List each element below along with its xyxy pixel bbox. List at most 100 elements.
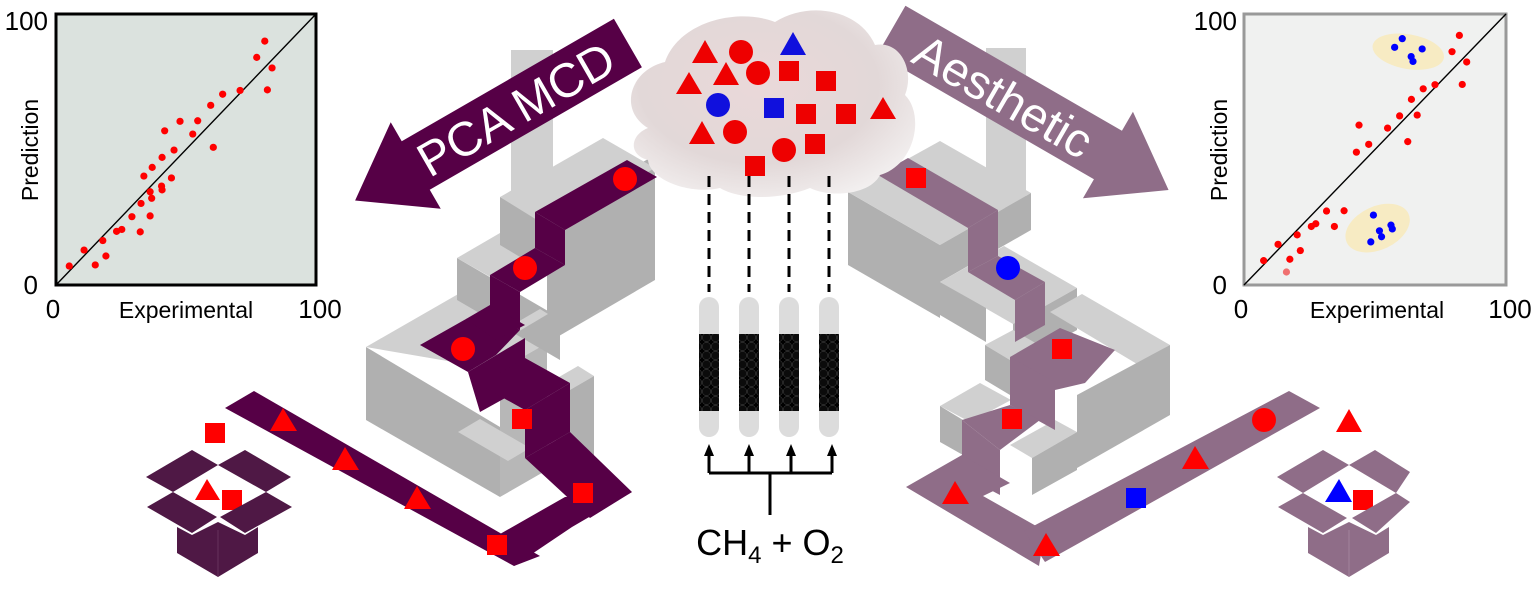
data-point-inliers bbox=[1413, 111, 1421, 119]
box-flap bbox=[147, 492, 217, 533]
x-axis-label: Experimental bbox=[1310, 297, 1444, 323]
arrowhead-icon bbox=[786, 444, 796, 456]
path-markers bbox=[906, 168, 1276, 556]
box-body bbox=[177, 522, 218, 577]
data-point-inliers bbox=[1365, 140, 1373, 148]
circle-marker bbox=[996, 256, 1020, 280]
data-point-inliers bbox=[1431, 81, 1439, 89]
data-point-outliers bbox=[1418, 45, 1426, 53]
arrowhead-icon bbox=[827, 444, 837, 456]
data-point-inliers bbox=[1296, 246, 1304, 255]
triangle-marker bbox=[780, 32, 806, 55]
triangle-marker bbox=[195, 479, 220, 500]
stair-block-top bbox=[940, 383, 1011, 422]
data-point-samples bbox=[91, 261, 99, 269]
data-point-inliers bbox=[1419, 85, 1427, 93]
data-point-samples bbox=[140, 172, 148, 180]
data-point-samples bbox=[99, 236, 107, 245]
feed-arrowheads bbox=[704, 444, 837, 456]
stair-block-top bbox=[1010, 420, 1077, 458]
triangle-marker bbox=[689, 121, 715, 144]
data-point-inliers bbox=[1286, 255, 1294, 263]
box-body bbox=[218, 522, 258, 577]
data-point-samples bbox=[170, 146, 178, 154]
square-marker bbox=[796, 104, 816, 124]
catalyst-bed bbox=[819, 334, 839, 411]
data-point-outliers bbox=[1377, 233, 1386, 241]
y-axis-label: Prediction bbox=[1206, 99, 1232, 201]
data-point-inliers bbox=[1352, 148, 1360, 156]
arrow-shape bbox=[355, 18, 642, 209]
square-marker bbox=[779, 61, 799, 81]
data-point-samples bbox=[261, 37, 269, 45]
triangle-marker bbox=[942, 481, 969, 504]
arrow-shape bbox=[877, 5, 1169, 199]
data-point-samples bbox=[167, 174, 176, 182]
y-tick-max: 100 bbox=[5, 6, 48, 36]
triangle-marker bbox=[1336, 409, 1362, 432]
circle-marker bbox=[451, 337, 475, 361]
data-point-inliers bbox=[1396, 112, 1404, 120]
scatter-points bbox=[1260, 31, 1471, 276]
data-point-samples bbox=[189, 130, 197, 138]
data-point-samples bbox=[263, 86, 271, 94]
data-point-outliers bbox=[1367, 238, 1375, 246]
circle-marker bbox=[772, 138, 796, 162]
pca-mcd-parity-plot: 100 0 0 100 Experimental Prediction bbox=[5, 6, 342, 324]
aesthetic-staircase bbox=[848, 48, 1320, 566]
path-segment bbox=[968, 210, 998, 272]
feed-ch-subscript: 4 bbox=[748, 542, 761, 569]
data-point-samples bbox=[146, 212, 154, 220]
arrowhead-icon bbox=[704, 444, 714, 456]
data-point-outliers bbox=[1409, 57, 1417, 66]
path-segment bbox=[906, 455, 1045, 566]
aesthetic-parity-plot: 100 0 0 100 Experimental Prediction bbox=[1194, 6, 1532, 324]
path-segment bbox=[1024, 391, 1320, 562]
dashed-connectors bbox=[707, 176, 831, 292]
feed-plus-o: + O bbox=[761, 522, 830, 563]
pca-mcd-output-box bbox=[146, 423, 292, 577]
stair-block-side bbox=[985, 345, 1010, 395]
circle-marker bbox=[513, 256, 537, 280]
data-point-samples bbox=[137, 199, 145, 208]
path-segment bbox=[225, 391, 540, 566]
cloud-shapes bbox=[676, 32, 896, 176]
data-point-samples bbox=[80, 246, 88, 254]
triangle-marker bbox=[1325, 479, 1352, 502]
x-tick-min: 0 bbox=[46, 294, 60, 324]
path-segment bbox=[525, 383, 570, 458]
path-segment bbox=[1015, 282, 1045, 342]
box-flap bbox=[1277, 450, 1349, 493]
box-flap bbox=[1352, 493, 1410, 533]
circle-marker bbox=[613, 167, 637, 191]
parity-line bbox=[1243, 13, 1507, 286]
path-segment bbox=[480, 358, 570, 410]
y-tick-min: 0 bbox=[24, 270, 38, 300]
data-point-samples bbox=[176, 117, 184, 125]
path-segment bbox=[535, 212, 565, 265]
data-point-samples bbox=[158, 153, 166, 161]
data-point-faded bbox=[1282, 268, 1291, 276]
feed-gas-label: CH4 + O2 bbox=[696, 522, 844, 569]
data-point-samples bbox=[268, 64, 276, 72]
data-point-outliers bbox=[1398, 35, 1406, 43]
circle-marker bbox=[746, 61, 770, 85]
stair-block-front bbox=[1077, 345, 1170, 468]
box-flap bbox=[1278, 493, 1347, 533]
data-point-inliers bbox=[1293, 231, 1301, 239]
data-point-inliers bbox=[1407, 95, 1416, 103]
box-flap bbox=[1349, 450, 1410, 493]
catalyst-bed bbox=[739, 334, 759, 411]
y-axis-label: Prediction bbox=[17, 99, 43, 201]
circle-marker bbox=[1252, 408, 1276, 432]
square-marker bbox=[745, 156, 765, 176]
candidate-cloud bbox=[630, 10, 916, 198]
data-point-samples bbox=[65, 262, 73, 270]
scatter-points bbox=[65, 37, 276, 270]
data-point-outliers bbox=[1375, 227, 1384, 235]
data-point-inliers bbox=[1463, 58, 1471, 66]
aesthetic-output-box bbox=[1277, 409, 1410, 577]
data-point-samples bbox=[219, 90, 227, 98]
stair-block-top bbox=[1050, 294, 1170, 364]
x-tick-min: 0 bbox=[1234, 294, 1248, 324]
